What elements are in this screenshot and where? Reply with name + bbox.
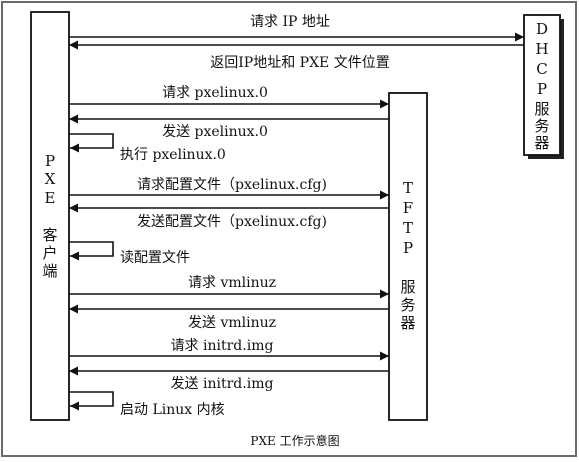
tftp-server-label-char: T [403,219,413,237]
self-loop-arrow [69,391,114,411]
pxe-client-label-char: 户 [42,244,57,262]
message-label: 请求 IP 地址 [250,14,330,30]
pxe-client-label-char: 客 [42,226,57,244]
message-label: 请求 pxelinux.0 [162,85,268,101]
message-label: 请求 initrd.img [171,338,274,354]
message-label: 发送 pxelinux.0 [162,124,268,140]
pxe-client-label-char: P [45,152,55,170]
message-label: 读配置文件 [120,249,190,266]
pxe-client-label-char: X [45,170,56,188]
tftp-server-label-char: T [403,179,413,197]
dhcp-server-label-char: D [536,20,548,38]
message-label: 请求配置文件（pxelinux.cfg) [137,177,327,193]
message-label: 返回IP地址和 PXE 文件位置 [210,55,389,71]
self-loop-arrow [69,241,114,261]
tftp-server-label-char: P [403,239,413,257]
dhcp-server-label-char: 器 [534,134,549,152]
message-label: 启动 Linux 内核 [120,402,225,418]
dhcp-server-label-char: C [536,60,547,78]
self-loop-arrow [69,133,114,153]
tftp-server-label-char: F [403,199,413,217]
message-label: 发送配置文件（pxelinux.cfg) [137,214,327,230]
message-label: 执行 pxelinux.0 [120,147,226,163]
tftp-server-label-char: 器 [400,314,415,332]
dhcp-server-label-char: 服 [534,100,549,118]
dhcp-server-label-char: H [535,40,548,58]
diagram-caption: PXE 工作示意图 [250,433,339,448]
tftp-server-box [388,92,428,421]
message-label: 请求 vmlinuz [188,275,276,291]
dhcp-server-label-char: 务 [534,117,549,135]
pxe-client-box [30,11,70,421]
pxe-client-label: PXE 客户端 [42,152,57,280]
tftp-server-label-char: 务 [400,296,415,314]
pxe-client-label-char: 端 [42,262,57,280]
dhcp-server-box [523,14,561,156]
tftp-server-label-char: 服 [400,278,415,296]
pxe-client-label-char: E [45,189,56,207]
dhcp-server-label-char: P [537,80,547,98]
message-label: 发送 vmlinuz [188,315,276,331]
message-label: 发送 initrd.img [171,376,274,392]
